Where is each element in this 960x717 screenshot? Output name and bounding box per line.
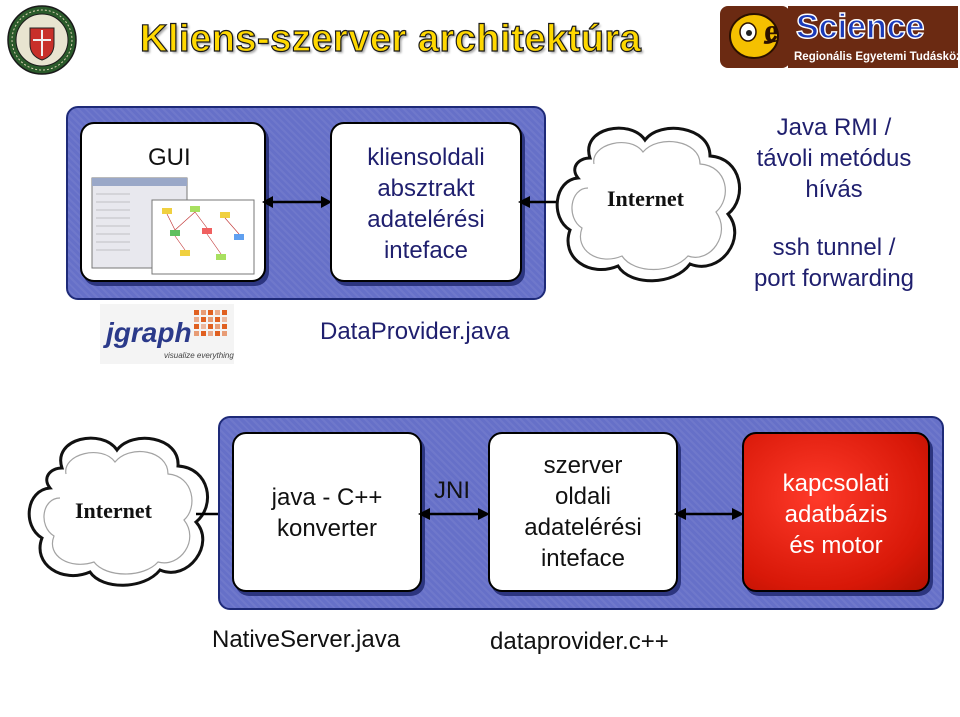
client-box-line-4: inteface (332, 235, 520, 266)
rmi-line-3: hívás (734, 174, 934, 205)
gui-client-arrow (262, 192, 332, 212)
nativeserver-file-label: NativeServer.java (212, 624, 442, 655)
dataprovider-cpp-file-label: dataprovider.c++ (490, 626, 720, 657)
converter-box: java - C++ konverter (232, 432, 422, 592)
internet-label-bottom: Internet (75, 498, 152, 524)
jni-arrow (418, 504, 490, 524)
escience-logo-subtitle: Regionális Egyetemi Tudásközpont (794, 51, 958, 63)
svg-text:e: e (764, 13, 779, 50)
db-line-3: és motor (744, 530, 928, 561)
db-line-2: adatbázis (744, 499, 928, 530)
jgraph-logo-subtitle: visualize everything (164, 351, 234, 360)
converter-line-2: konverter (234, 513, 420, 544)
gui-box: GUI (80, 122, 266, 282)
jgraph-logo: jgraph visualize everything (100, 304, 234, 364)
server-box-line-2: oldali (490, 481, 676, 512)
university-seal-logo (6, 4, 78, 76)
jni-label: JNI (420, 475, 484, 506)
escience-logo: e Science Regionális Egyetemi Tudásközpo… (720, 2, 958, 74)
server-box-line-4: inteface (490, 543, 676, 574)
client-box-line-3: adatelérési (332, 204, 520, 235)
gui-screenshot-thumbnail (90, 176, 258, 276)
database-engine-box: kapcsolati adatbázis és motor (742, 432, 930, 592)
client-box-line-1: kliensoldali (332, 142, 520, 173)
internet-label-top: Internet (607, 186, 684, 212)
client-box-line-2: absztrakt (332, 173, 520, 204)
dataprovider-file-label: DataProvider.java (320, 316, 540, 347)
client-data-access-box: kliensoldali absztrakt adatelérési intef… (330, 122, 522, 282)
page-title: Kliens-szerver architektúra (140, 18, 641, 61)
server-db-arrow (674, 504, 744, 524)
ssh-line-1: ssh tunnel / (734, 232, 934, 263)
jgraph-logo-text: jgraph (102, 317, 192, 348)
ssh-line-2: port forwarding (734, 263, 934, 294)
escience-logo-text: Science (796, 8, 925, 46)
db-line-1: kapcsolati (744, 468, 928, 499)
server-data-access-box: szerver oldali adatelérési inteface (488, 432, 678, 592)
converter-line-1: java - C++ (234, 482, 420, 513)
rmi-line-2: távoli metódus (734, 143, 934, 174)
gui-label: GUI (148, 144, 191, 172)
server-box-line-3: adatelérési (490, 512, 676, 543)
rmi-line-1: Java RMI / (734, 112, 934, 143)
server-box-line-1: szerver (490, 450, 676, 481)
